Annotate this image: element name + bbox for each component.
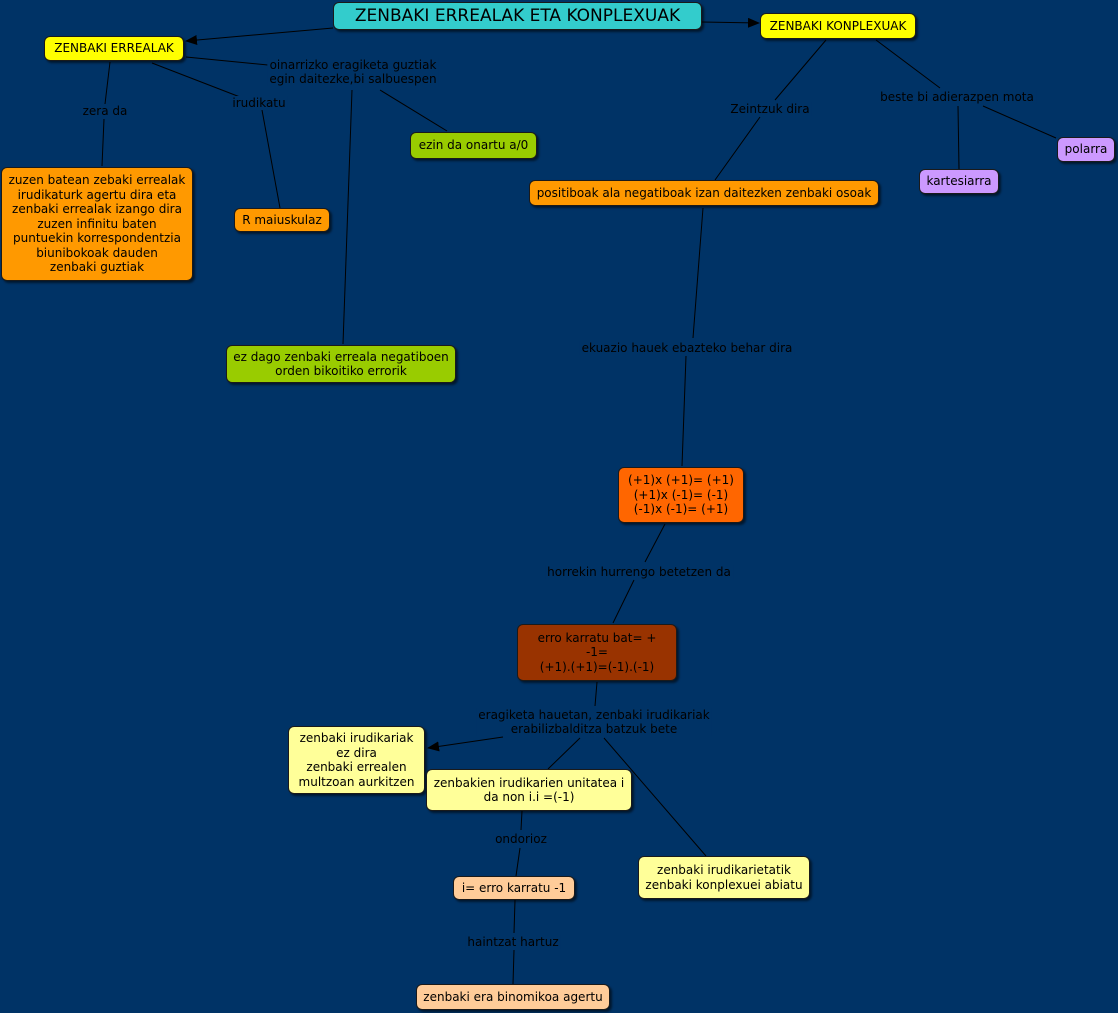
edge-ondorioz-ierro	[515, 847, 521, 877]
edge-positiboak-ekuazio	[692, 207, 704, 339]
ez-dago-node[interactable]: ez dago zenbaki erreala negatiboen orden…	[226, 345, 456, 383]
edge-ekuazioak-horrekin	[644, 523, 666, 563]
edge-eragiketa-unitatea	[547, 737, 581, 770]
edge-erreal-zeradaa	[104, 61, 111, 105]
polarra-node[interactable]: polarra	[1057, 137, 1115, 162]
link-ekuazio-hauek: ekuazio hauek ebazteko behar dira	[579, 341, 795, 355]
kartesiarra-node[interactable]: kartesiarra	[919, 169, 999, 194]
link-horrekin: horrekin hurrengo betetzen da	[545, 565, 733, 579]
edge-erreal-irudikatu	[151, 62, 241, 98]
edge-beste-kartesiarra	[957, 105, 960, 170]
link-haintzat: haintzat hartuz	[465, 935, 561, 949]
edge-oinarrizko-ezin	[379, 89, 448, 132]
i-erro-node[interactable]: i= erro karratu -1	[453, 876, 575, 900]
edge-zerada-zuzen	[101, 118, 105, 167]
ezin-da-onartu-node[interactable]: ezin da onartu a/0	[410, 132, 537, 159]
edge-unitatea-ondorioz	[520, 810, 523, 831]
edge-eragiketa-irudikariez	[427, 736, 504, 752]
edge-title-konplex	[701, 17, 760, 28]
link-zera-da: zera da	[80, 104, 130, 118]
ekuazioak-node[interactable]: (+1)x (+1)= (+1) (+1)x (-1)= (-1) (-1)x …	[618, 467, 744, 523]
edge-horrekin-erro	[612, 579, 635, 624]
edge-eragiketa-konplexuei	[603, 737, 707, 857]
title-node[interactable]: ZENBAKI ERREALAK ETA KONPLEXUAK	[333, 2, 702, 30]
binomikoa-node[interactable]: zenbaki era binomikoa agertu	[416, 984, 610, 1010]
r-maiuskulaz-node[interactable]: R maiuskulaz	[234, 208, 330, 232]
link-beste-bi: beste bi adierazpen mota	[878, 90, 1036, 104]
unitatea-node[interactable]: zenbakien irudikarien unitatea i da non …	[426, 769, 632, 811]
edge-ekuazio-ekuazioak	[681, 355, 687, 467]
edge-beste-polarra	[982, 105, 1057, 139]
edge-erreal-oinarrizko	[185, 56, 269, 66]
positiboak-node[interactable]: positiboak ala negatiboak izan daitezken…	[529, 180, 879, 206]
zenbaki-errealak-node[interactable]: ZENBAKI ERREALAK	[44, 36, 184, 61]
link-irudikatu: irudikatu	[230, 96, 288, 110]
edge-erro-eragiketa	[594, 681, 598, 707]
edge-zeintzuk-positiboak	[714, 116, 761, 181]
irudikariak-ez-node[interactable]: zenbaki irudikariak ez dira zenbaki erre…	[288, 726, 425, 794]
zuzen-node[interactable]: zuzen batean zebaki errealak irudikaturk…	[1, 167, 193, 281]
erro-karratu-node[interactable]: erro karratu bat= + -1= (+1).(+1)=(-1).(…	[517, 624, 677, 681]
link-eragiketa: eragiketa hauetan, zenbaki irudikariak e…	[476, 708, 712, 736]
edge-ierro-haintzat	[513, 899, 516, 934]
edge-title-erreal	[185, 27, 334, 46]
link-zeintzuk: Zeintzuk dira	[728, 102, 812, 116]
link-oinarrizko: oinarrizko eragiketa guztiak egin daitez…	[267, 58, 439, 86]
link-ondorioz: ondorioz	[493, 832, 549, 846]
edge-irudikatu-r	[261, 109, 281, 209]
edge-oinarrizko-ezdago	[342, 89, 353, 345]
edge-konplex-zeintzuk	[774, 39, 827, 101]
zenbaki-konplexuak-node[interactable]: ZENBAKI KONPLEXUAK	[760, 13, 916, 39]
konplexuei-node[interactable]: zenbaki irudikarietatik zenbaki konplexu…	[638, 856, 810, 899]
edge-konplex-beste	[875, 39, 941, 89]
edge-haintzat-binomikoa	[512, 949, 515, 985]
